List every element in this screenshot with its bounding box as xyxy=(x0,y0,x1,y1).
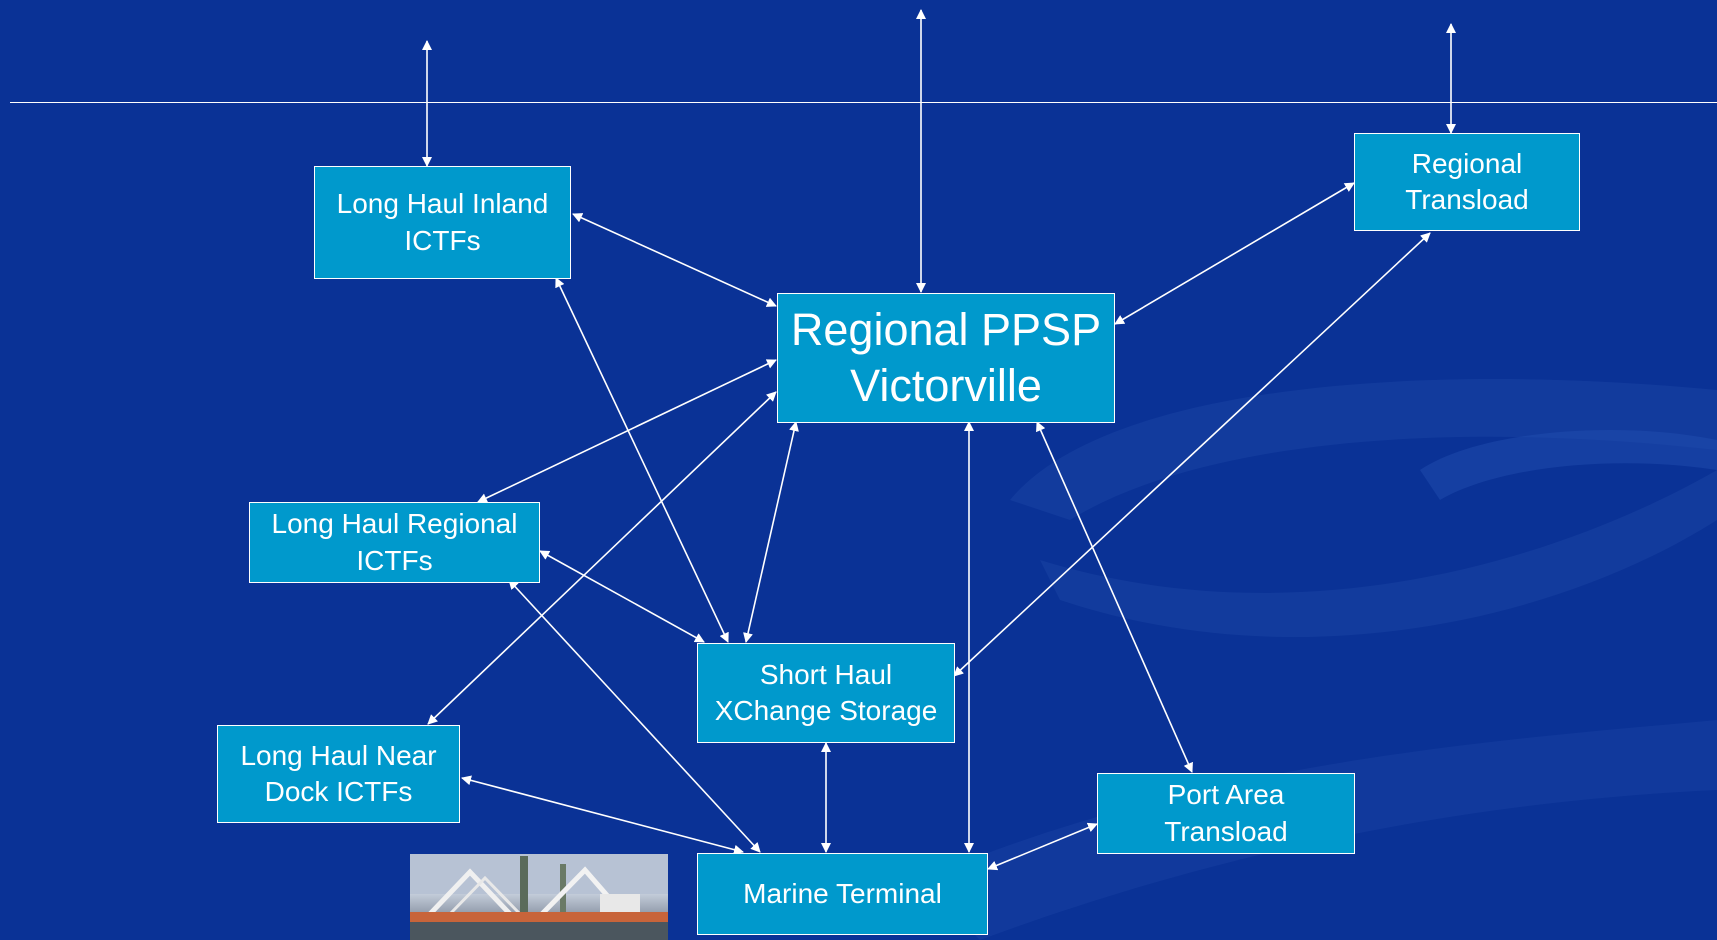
edge-regtransload-ppsp xyxy=(1114,182,1355,325)
edge-ppsp-porttransload xyxy=(1036,421,1193,773)
node-line: Victorville xyxy=(850,360,1042,411)
node-line: Transload xyxy=(1405,184,1529,215)
node-line: Regional xyxy=(1411,147,1523,179)
port-crane-photo xyxy=(410,854,668,940)
node-long-haul-inland-ictfs[interactable]: Long Haul Inland ICTFs xyxy=(314,166,571,279)
node-line: Long Haul Inland xyxy=(336,188,549,220)
edge-neardock-marine xyxy=(461,775,744,855)
node-short-haul-xchange-storage[interactable]: Short Haul XChange Storage xyxy=(697,643,955,743)
node-regional-ppsp-victorville[interactable]: Regional PPSP Victorville xyxy=(777,293,1115,423)
edge-ppsp-shorthaul xyxy=(743,421,799,643)
node-line: Long Haul Near xyxy=(240,739,437,771)
edge-marine-porttransload xyxy=(987,822,1098,871)
node-long-haul-near-dock-ictfs[interactable]: Long Haul Near Dock ICTFs xyxy=(217,725,460,823)
node-line: Port Area xyxy=(1167,779,1285,811)
node-port-area-transload[interactable]: Port Area Transload xyxy=(1097,773,1355,854)
node-line: ICTFs xyxy=(404,224,481,256)
node-line: Marine Terminal xyxy=(743,877,942,909)
node-line: Dock ICTFs xyxy=(264,776,413,807)
node-marine-terminal[interactable]: Marine Terminal xyxy=(697,853,988,935)
node-line: Transload xyxy=(1164,815,1288,847)
edge-ppsp-regional xyxy=(477,359,777,503)
node-line: Long Haul Regional xyxy=(271,508,518,540)
edge-inland-shorthaul xyxy=(555,277,729,643)
node-line: XChange Storage xyxy=(714,695,938,726)
node-line: Regional PPSP xyxy=(790,303,1102,355)
node-line: ICTFs xyxy=(356,544,433,576)
node-regional-transload[interactable]: Regional Transload xyxy=(1354,133,1580,231)
top-boundary-line xyxy=(10,102,1717,103)
edge-regtransload-shorthaul xyxy=(953,232,1431,677)
edge-inland-ppsp xyxy=(572,213,777,307)
port-crane-icon xyxy=(410,854,668,940)
edge-regional-shorthaul xyxy=(539,550,705,643)
node-long-haul-regional-ictfs[interactable]: Long Haul Regional ICTFs xyxy=(249,502,540,583)
node-line: Short Haul xyxy=(759,658,893,690)
